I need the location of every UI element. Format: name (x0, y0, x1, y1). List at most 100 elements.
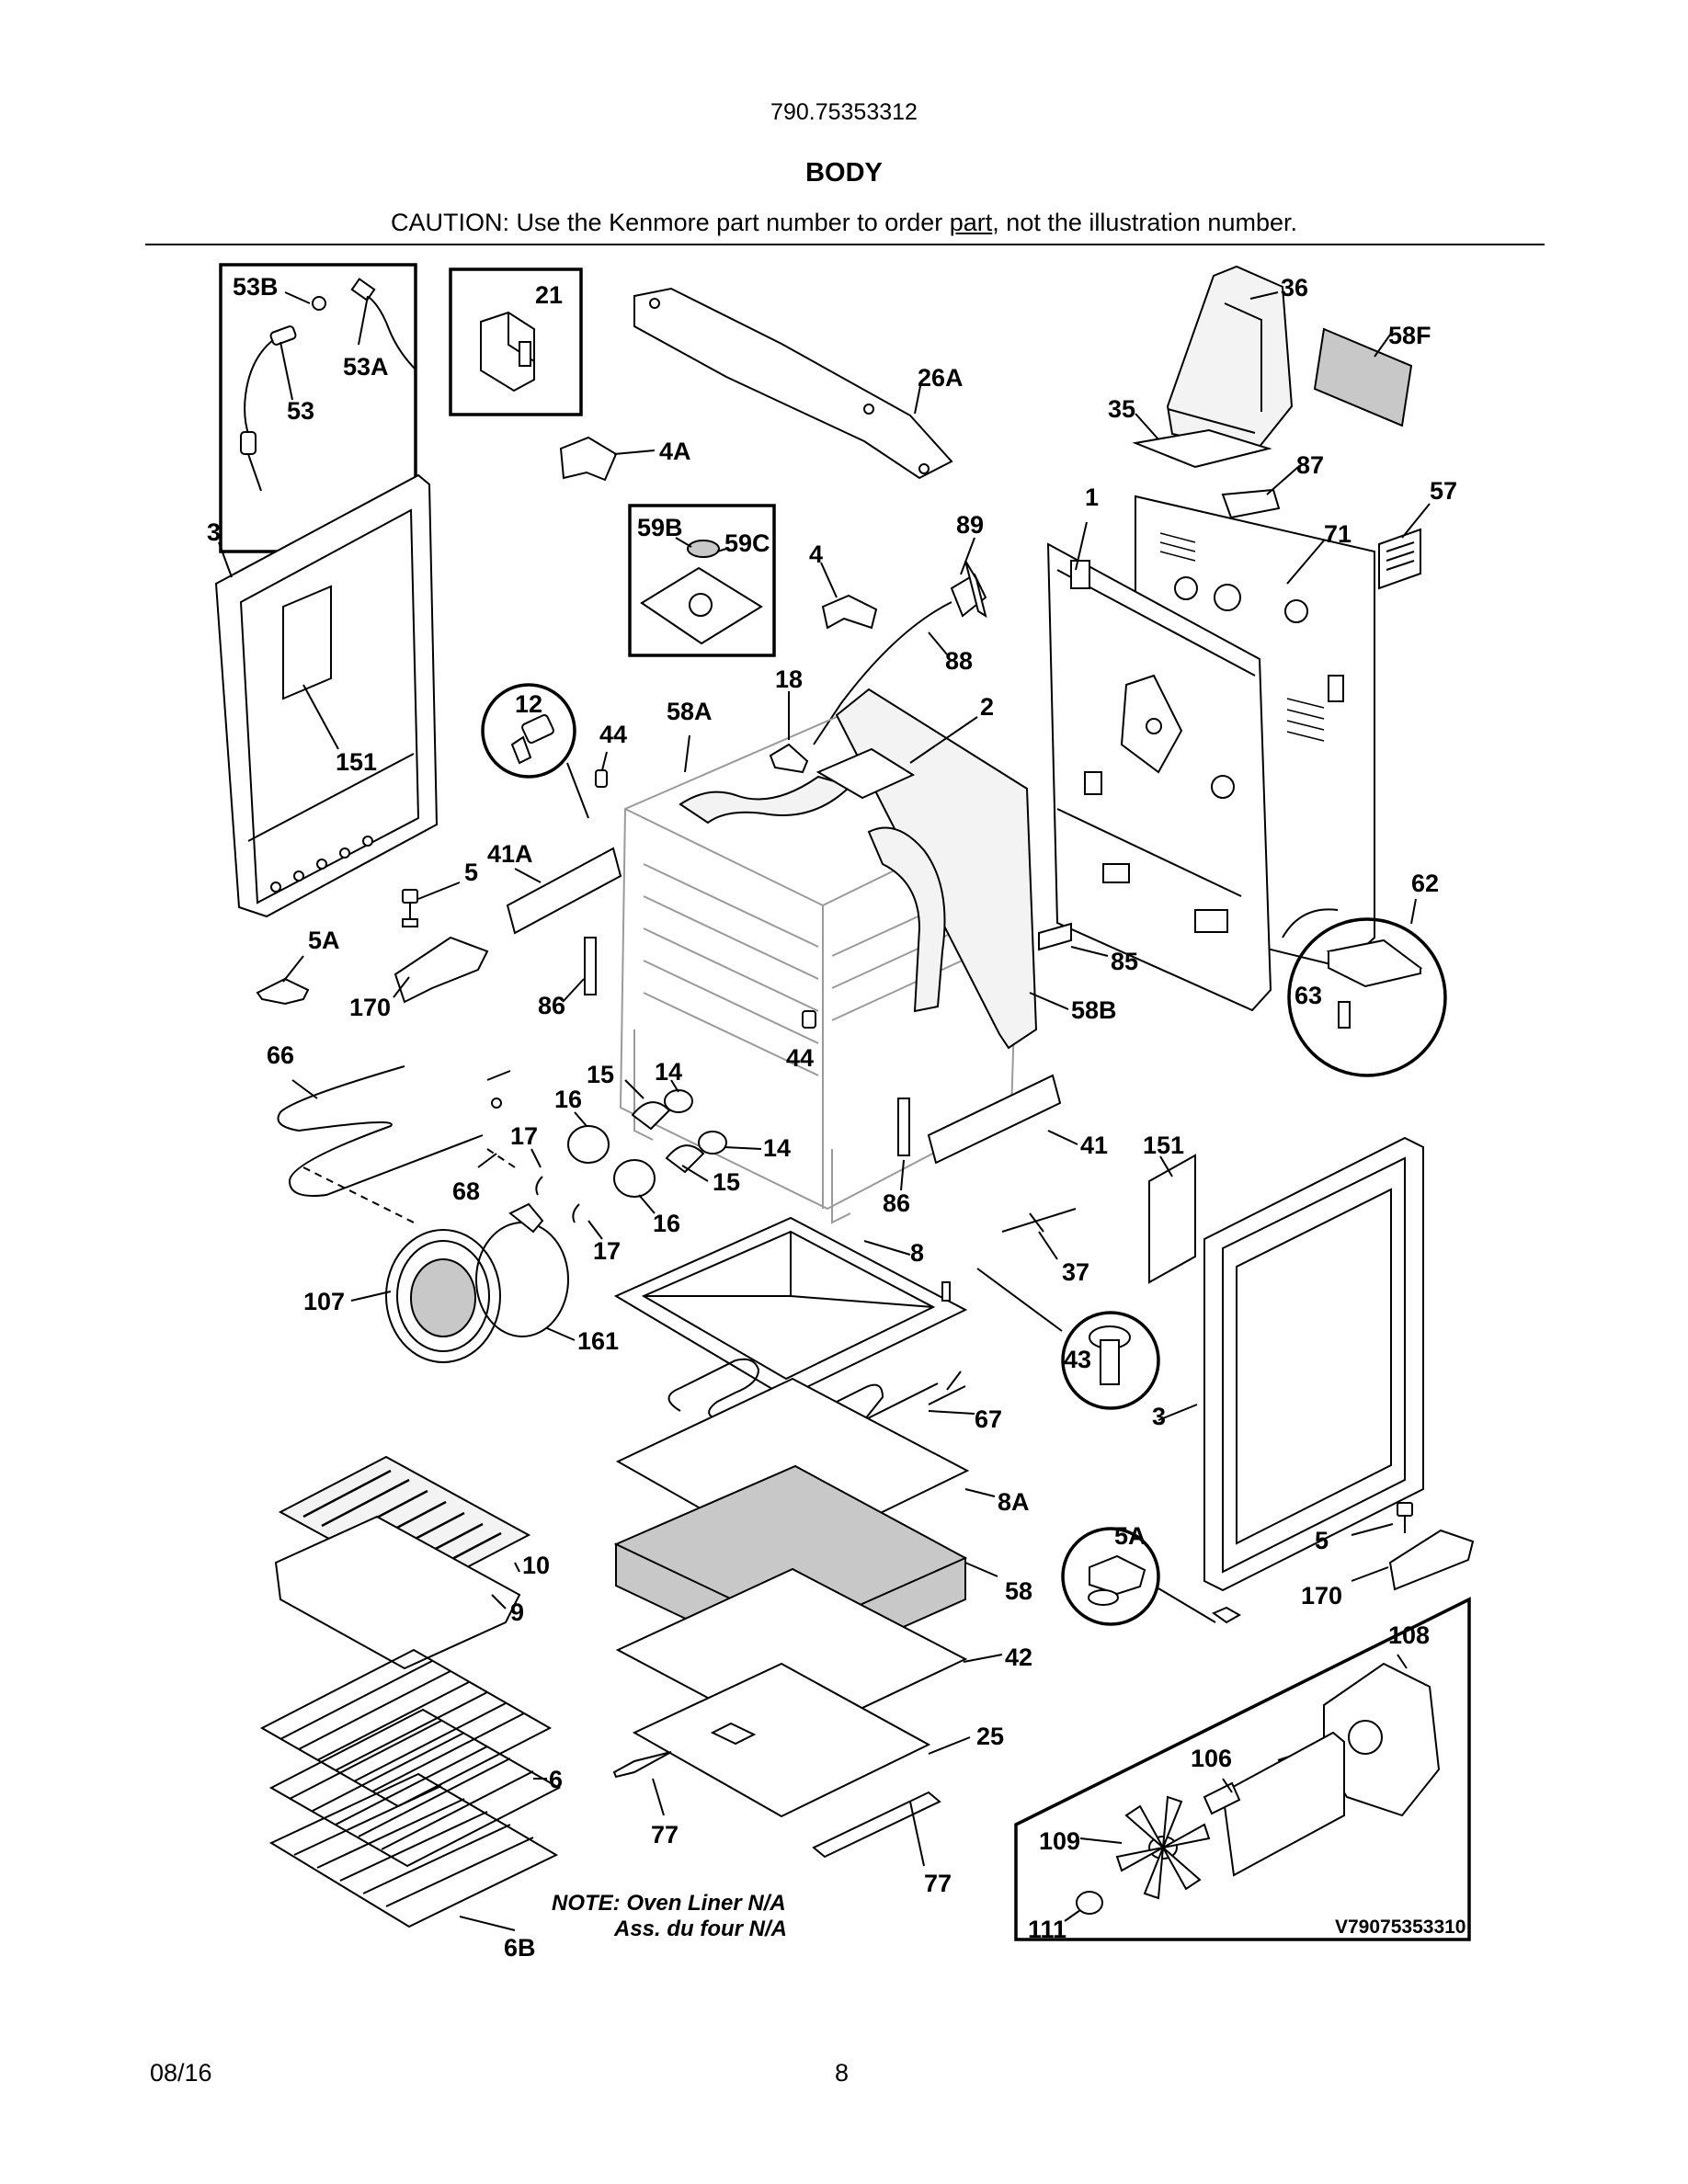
callout-16-lower: 16 (653, 1210, 680, 1237)
leader-161 (546, 1327, 576, 1341)
callout-106: 106 (1191, 1745, 1232, 1772)
screw-43-position (941, 1281, 951, 1302)
terminal-85-drawing (1038, 922, 1072, 951)
callout-170-left: 170 (349, 994, 391, 1021)
leader-151-right (1159, 1155, 1173, 1177)
callout-59B: 59B (637, 514, 683, 541)
callout-77-left: 77 (651, 1821, 679, 1848)
callout-58F: 58F (1388, 322, 1431, 349)
leader-170-right (1351, 1566, 1389, 1582)
callout-3-left: 3 (207, 518, 221, 546)
callout-88: 88 (945, 647, 973, 675)
callout-86-lower: 86 (883, 1189, 910, 1217)
callout-16-upper: 16 (554, 1086, 582, 1113)
leader-57 (1401, 503, 1431, 539)
callout-17-upper: 17 (510, 1122, 538, 1150)
caution-part-link: part (949, 209, 993, 236)
slide-77-right-drawing (812, 1791, 941, 1859)
callout-67: 67 (975, 1405, 1002, 1433)
section-title: BODY (805, 158, 883, 188)
callout-161: 161 (577, 1327, 619, 1355)
leader-111 (1064, 1909, 1081, 1922)
gasket-35-drawing (1132, 428, 1272, 469)
callout-85: 85 (1111, 948, 1138, 975)
bracket-4A-drawing (559, 436, 618, 482)
callout-8A: 8A (998, 1488, 1030, 1516)
leader-15-upper (624, 1079, 644, 1099)
lamp-assemblies-drawing (535, 1089, 727, 1223)
side-panel-3-right-drawing (1203, 1136, 1424, 1592)
callout-26A: 26A (918, 364, 964, 392)
leader-17-lower (587, 1220, 603, 1240)
leader-42 (963, 1654, 1003, 1663)
gasket-161-drawing (475, 1202, 569, 1337)
callout-4A: 4A (659, 438, 691, 465)
callout-77-right: 77 (924, 1870, 952, 1897)
insulation-wrap-drawing (679, 775, 852, 825)
bracket-170-left-drawing (393, 936, 489, 1004)
callout-62: 62 (1411, 870, 1439, 897)
element-67-drawing (667, 1358, 966, 1428)
callout-15-lower: 15 (713, 1168, 740, 1196)
leader-5A-left (282, 955, 304, 983)
callout-4: 4 (809, 540, 823, 568)
callout-107: 107 (303, 1288, 345, 1315)
back-panel-1-drawing (1046, 542, 1272, 1012)
callout-3-right: 3 (1152, 1403, 1166, 1430)
callout-57: 57 (1430, 477, 1457, 505)
callout-58B: 58B (1071, 996, 1117, 1024)
callout-41: 41 (1080, 1132, 1108, 1159)
callout-108: 108 (1388, 1621, 1430, 1649)
leader-5A-right (1158, 1587, 1216, 1623)
callout-170-right: 170 (1301, 1582, 1342, 1610)
leader-4 (820, 562, 838, 598)
leader-35 (1135, 413, 1159, 440)
callout-18: 18 (775, 665, 803, 693)
leader-77-right (909, 1801, 925, 1867)
leveler-5-right-drawing (1397, 1502, 1413, 1533)
callout-1: 1 (1085, 483, 1099, 511)
harness-88-drawing (813, 560, 987, 745)
leader-36 (1249, 291, 1279, 300)
callout-6: 6 (549, 1766, 563, 1793)
callout-53A: 53A (343, 353, 389, 381)
bulb-44-lower-drawing (802, 1010, 816, 1029)
callout-111: 111 (1028, 1916, 1066, 1943)
part-62-drawing (1326, 938, 1423, 1029)
convection-inset-box (1014, 1597, 1471, 1941)
leader-85 (1070, 946, 1109, 957)
leader-58A (684, 734, 690, 773)
element-68-guides (302, 1148, 516, 1223)
header-rule (145, 244, 1545, 245)
callout-44-lower: 44 (786, 1044, 814, 1072)
leader-59B (675, 537, 692, 548)
callout-9: 9 (510, 1598, 524, 1626)
diagram-reference-code: V79075353310 (1335, 1917, 1466, 1938)
callout-151-left: 151 (336, 748, 377, 776)
footer-date: 08/16 (150, 2059, 212, 2087)
callout-89: 89 (956, 511, 984, 539)
part-59-inset-box (628, 504, 776, 657)
callout-37: 37 (1062, 1258, 1089, 1286)
insulation-wrap-side-drawing (867, 826, 946, 1013)
part-12-inset-circle (481, 683, 576, 779)
rack-6-drawing (259, 1648, 562, 1868)
callout-58A: 58A (667, 698, 713, 725)
leader-89 (960, 537, 975, 575)
part-21-drawing (480, 311, 535, 392)
note-oven-liner: NOTE: Oven Liner N/A (552, 1891, 786, 1916)
callout-66: 66 (267, 1041, 294, 1069)
leader-86-lower (900, 1159, 905, 1191)
rail-41A-drawing (506, 847, 622, 935)
leader-109 (1079, 1837, 1123, 1844)
leader-77-left (652, 1778, 665, 1816)
element-66-drawing (277, 1065, 511, 1197)
leader-62 (1410, 898, 1417, 925)
leader-88 (928, 631, 948, 655)
leader-37 (1038, 1231, 1058, 1260)
leader-14-lower (724, 1146, 762, 1150)
caution-text-end: , not the illustration number. (992, 209, 1297, 236)
panel-25-drawing (632, 1662, 931, 1818)
slide-77-left-drawing (612, 1751, 672, 1779)
callout-8: 8 (910, 1239, 924, 1267)
